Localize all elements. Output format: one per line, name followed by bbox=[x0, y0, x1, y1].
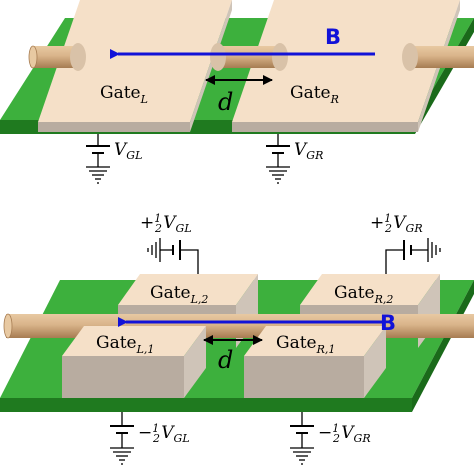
voltage-left-label: VGL bbox=[114, 140, 142, 162]
separation-label: d bbox=[218, 346, 233, 374]
voltage-bottom-left-den: 2 bbox=[152, 432, 160, 445]
voltage-top-left-den: 2 bbox=[154, 222, 162, 235]
top-panel: B GateL GateR d VGL bbox=[0, 0, 474, 184]
gate-l1 bbox=[62, 326, 206, 398]
gate-r2-label: GateR,2 bbox=[334, 283, 393, 306]
nanowire bbox=[28, 43, 474, 71]
gate-l2-label: GateL,2 bbox=[150, 283, 208, 306]
gate-left-label: GateL bbox=[100, 83, 148, 106]
field-label: B bbox=[380, 311, 396, 335]
voltage-source-bottom-right bbox=[290, 412, 314, 465]
gate-r1 bbox=[244, 326, 386, 398]
gate-left bbox=[38, 0, 232, 132]
voltage-top-right-den: 2 bbox=[384, 222, 392, 235]
voltage-source-bottom-left bbox=[110, 412, 134, 465]
gate-r1-label: GateR,1 bbox=[276, 333, 335, 356]
separation-label: d bbox=[218, 88, 233, 116]
voltage-source-right bbox=[266, 134, 290, 184]
voltage-right-label: VGR bbox=[294, 140, 323, 162]
nanowire bbox=[3, 313, 474, 339]
voltage-source-left bbox=[86, 134, 110, 184]
gate-l1-label: GateL,1 bbox=[96, 333, 154, 356]
voltage-source-top-right bbox=[385, 238, 441, 274]
gate-right-label: GateR bbox=[290, 83, 339, 106]
voltage-source-top-left bbox=[147, 238, 199, 274]
field-label: B bbox=[325, 25, 341, 49]
voltage-bottom-right-den: 2 bbox=[332, 432, 340, 445]
